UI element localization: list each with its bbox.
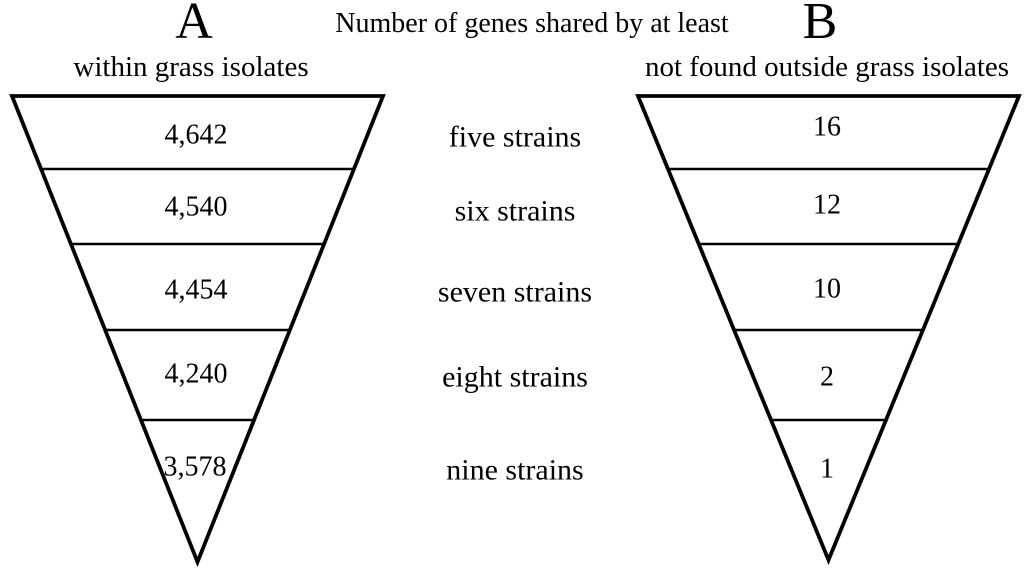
figure-title: Number of genes shared by at least (335, 8, 729, 39)
panel-a-value-six-strains: 4,540 (164, 191, 228, 223)
row-label-five-strains: five strains (448, 120, 582, 154)
funnel-b-outline (635, 94, 1022, 566)
panel-a-value-eight-strains: 4,240 (164, 358, 228, 390)
row-label-six-strains: six strains (454, 194, 576, 228)
panel-b-subtitle: not found outside grass isolates (644, 51, 1010, 83)
row-label-seven-strains: seven strains (437, 275, 593, 309)
panel-a-label: A (175, 0, 213, 50)
panel-a-value-five-strains: 4,642 (164, 119, 228, 151)
panel-b-value-nine-strains: 1 (820, 453, 834, 485)
panel-a-value-seven-strains: 4,454 (164, 274, 228, 306)
panel-b-value-six-strains: 12 (813, 189, 841, 221)
row-label-eight-strains: eight strains (442, 360, 588, 394)
panel-a-value-nine-strains: 3,578 (163, 451, 227, 483)
panel-b-value-eight-strains: 2 (820, 361, 834, 393)
funnel-a-outline (9, 94, 386, 568)
panel-b-label: B (802, 0, 838, 50)
panel-b-value-five-strains: 16 (813, 111, 841, 143)
row-label-nine-strains: nine strains (446, 453, 584, 487)
panel-b-value-seven-strains: 10 (813, 273, 841, 305)
panel-a-subtitle: within grass isolates (73, 51, 309, 83)
